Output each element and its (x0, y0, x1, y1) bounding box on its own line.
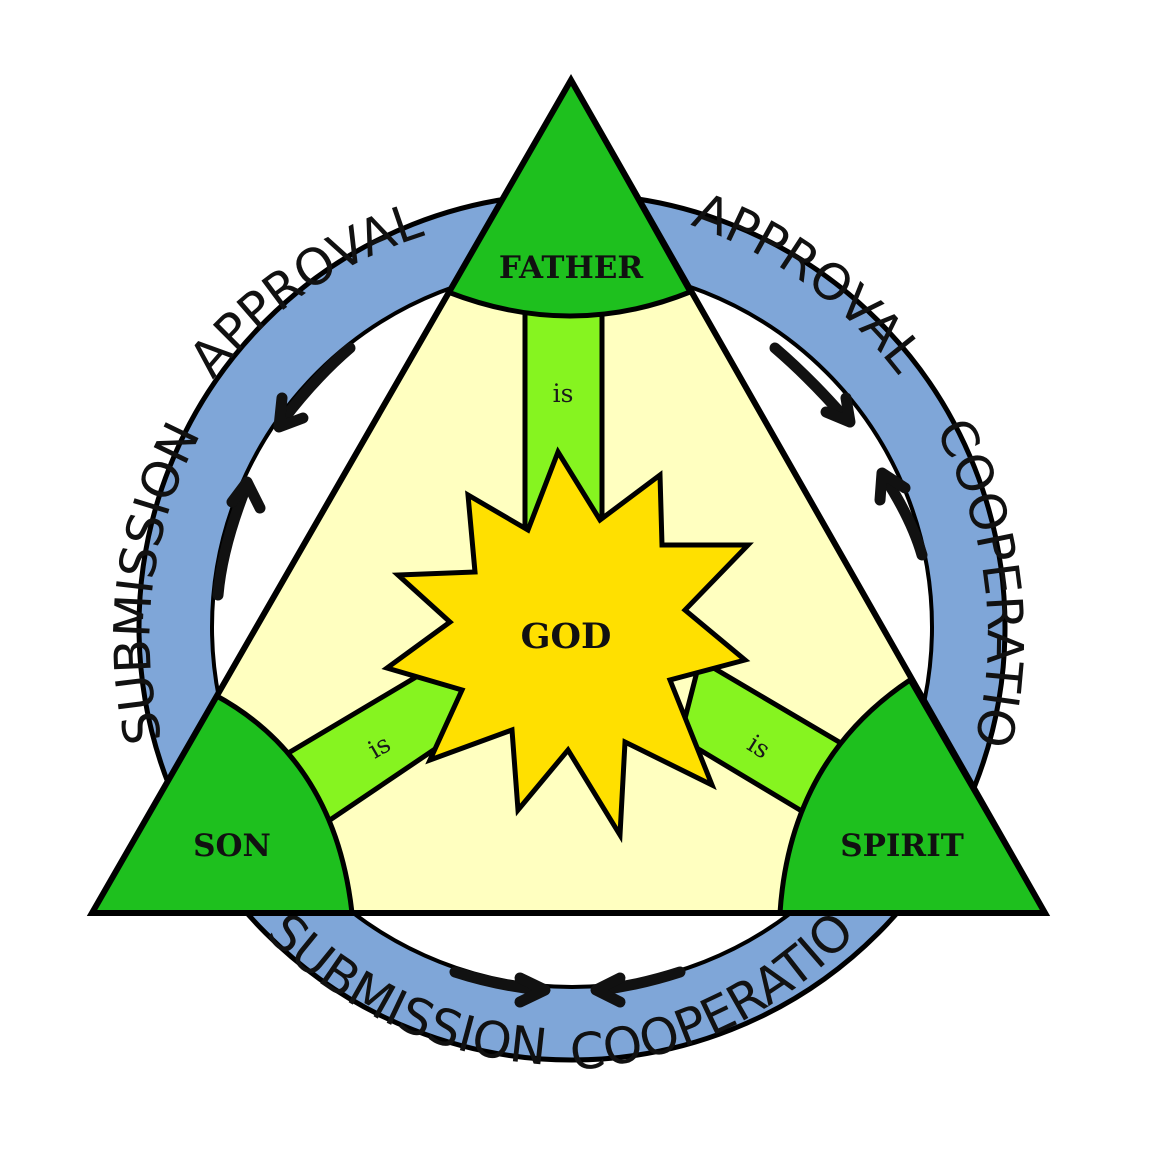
son-label: SON (193, 828, 271, 864)
spirit-label: SPIRIT (840, 828, 964, 864)
father-label: FATHER (499, 250, 644, 286)
god-star (381, 446, 754, 844)
is-label-father: is (553, 379, 574, 408)
arrow-submission-left (212, 476, 266, 601)
corner-father (444, 80, 694, 319)
arrow-approval-left (273, 342, 356, 433)
arrow-cooperation-right (874, 467, 928, 561)
arrow-approval-right (769, 342, 856, 428)
triangle-outline (86, 73, 1051, 916)
corner-spirit (777, 676, 1045, 913)
arrow-cooperation-bottom (590, 966, 686, 1008)
god-label: GOD (521, 616, 612, 657)
corner-son (92, 691, 355, 913)
arrow-submission-bottom (449, 966, 551, 1008)
